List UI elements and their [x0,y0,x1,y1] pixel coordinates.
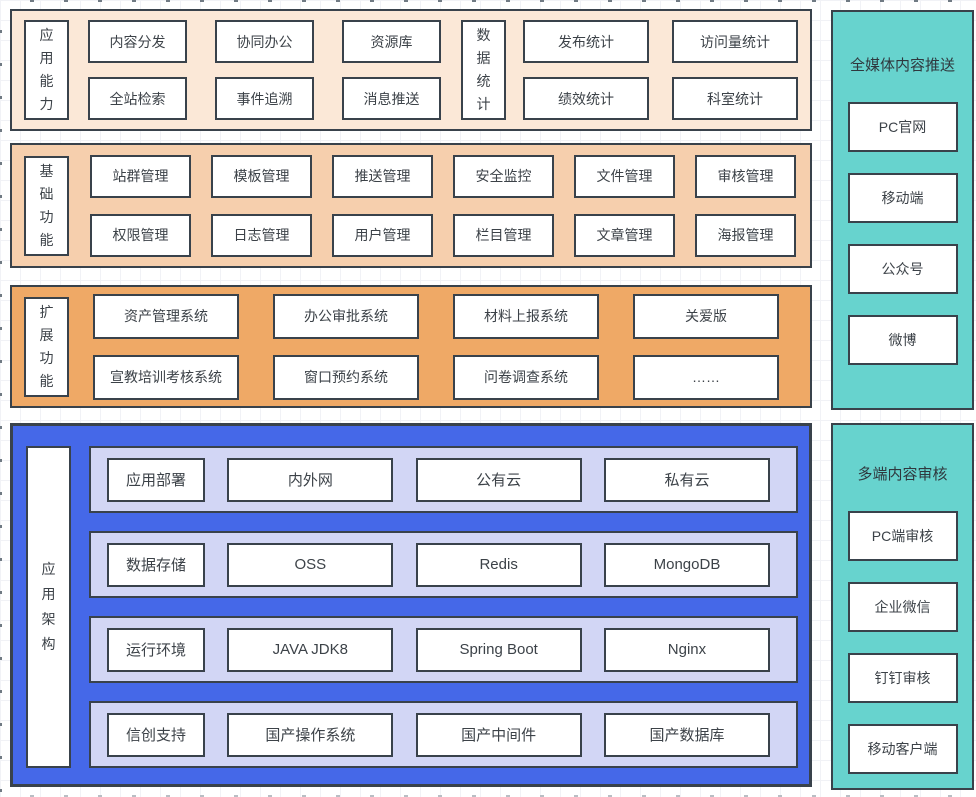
diagram-box[interactable]: OSS [227,542,394,587]
diagram-box[interactable]: 日志管理 [211,213,312,257]
diagram-box[interactable]: 栏目管理 [453,213,554,257]
diagram-box[interactable]: 移动客户端 [847,724,958,774]
band-label-data-statistics[interactable]: 数 据 统 计 [461,20,506,120]
architecture-rows: 应用部署内外网公有云私有云数据存储 OSS Redis MongoDB 运行环境 JAVA… [89,446,798,768]
band-extended-functions[interactable]: 扩 展 功 能 资产管理系统办公审批系统材料上报系统关爱版宣教培训考核系统窗口预… [10,285,812,408]
panel-items: PC端审核企业微信钉钉审核移动客户端 [847,511,958,795]
diagram-box[interactable]: 科室统计 [672,77,798,120]
capability-left-grid: 内容分发协同办公资源库全站检索事件追溯消息推送 [88,20,441,120]
diagram-box[interactable]: 绩效统计 [523,77,649,120]
diagram-box[interactable]: 微博 [847,315,958,365]
box-row: 权限管理日志管理用户管理栏目管理文章管理海报管理 [90,213,796,257]
box-row: 内容分发协同办公资源库 [88,20,441,63]
diagram-box[interactable]: MongoDB [603,542,770,587]
diagram-box[interactable]: 文件管理 [574,154,675,198]
diagram-box[interactable]: 信创支持 [107,712,205,757]
band-basic-functions[interactable]: 基 础 功 能 站群管理模板管理推送管理安全监控文件管理审核管理权限管理日志管理… [10,143,812,268]
diagram-box[interactable]: 审核管理 [695,154,796,198]
diagram-box[interactable]: 海报管理 [695,213,796,257]
diagram-box[interactable]: 国产操作系统 [227,712,394,757]
diagram-box[interactable]: 内外网 [227,457,394,502]
band-label-application-capability[interactable]: 应 用 能 力 [24,20,69,120]
diagram-box[interactable]: 问卷调查系统 [453,354,599,400]
diagram-box[interactable]: 事件追溯 [215,77,314,120]
diagram-box[interactable]: 推送管理 [332,154,433,198]
basic-functions-grid: 站群管理模板管理推送管理安全监控文件管理审核管理权限管理日志管理用户管理栏目管理… [90,154,796,257]
diagram-box[interactable]: 公众号 [847,244,958,294]
box-row: 数据存储 OSS Redis MongoDB [89,531,798,598]
diagram-box[interactable]: 国产数据库 [603,712,770,757]
diagram-box[interactable]: 用户管理 [332,213,433,257]
diagram-box[interactable]: 运行环境 [107,627,205,672]
diagram-box[interactable]: 办公审批系统 [273,293,419,339]
box-row: 全站检索事件追溯消息推送 [88,77,441,120]
diagram-box[interactable]: PC官网 [847,102,958,152]
diagram-box[interactable]: JAVA JDK8 [227,627,394,672]
diagram-box[interactable]: 材料上报系统 [453,293,599,339]
band-label-basic-functions[interactable]: 基 础 功 能 [24,155,69,256]
band-application-architecture[interactable]: 应 用 架 构 应用部署内外网公有云私有云数据存储 OSS Redis MongoDB… [10,423,812,787]
diagram-box[interactable]: 模板管理 [211,154,312,198]
diagram-box[interactable]: 站群管理 [90,154,191,198]
diagram-box[interactable]: 文章管理 [574,213,675,257]
extended-functions-grid: 资产管理系统办公审批系统材料上报系统关爱版宣教培训考核系统窗口预约系统问卷调查系… [93,293,779,400]
diagram-box[interactable]: 发布统计 [523,20,649,63]
band-label-extended-functions[interactable]: 扩 展 功 能 [24,296,69,397]
diagram-box[interactable]: PC端审核 [847,511,958,561]
panel-title: 全媒体内容推送 [849,57,955,74]
ruler-ticks-bottom [0,795,976,797]
box-row: 信创支持国产操作系统国产中间件国产数据库 [89,701,798,768]
diagram-box[interactable]: Redis [415,542,582,587]
ruler-ticks-left [0,0,2,797]
diagram-box[interactable]: 资源库 [342,20,441,63]
panel-items: PC官网移动端公众号微博 [847,102,958,386]
diagram-box[interactable]: 宣教培训考核系统 [93,354,239,400]
box-row: 运行环境 JAVA JDK8 Spring Boot Nginx [89,616,798,683]
diagram-box[interactable]: 移动端 [847,173,958,223]
diagram-box[interactable]: …… [633,354,779,400]
diagram-box[interactable]: 公有云 [415,457,582,502]
ruler-ticks-top [0,0,976,2]
band-label-application-architecture[interactable]: 应 用 架 构 [26,446,71,768]
panel-omnimedia-content-push[interactable]: 全媒体内容推送 PC官网移动端公众号微博 [831,10,974,410]
diagram-box[interactable]: Spring Boot [415,627,582,672]
panel-multiend-content-review[interactable]: 多端内容审核 PC端审核企业微信钉钉审核移动客户端 [831,423,974,790]
box-row: 发布统计访问量统计 [523,20,798,63]
box-row: 应用部署内外网公有云私有云 [89,446,798,513]
diagram-box[interactable]: 应用部署 [107,457,205,502]
box-row: 绩效统计科室统计 [523,77,798,120]
diagram-box[interactable]: 数据存储 [107,542,205,587]
diagram-box[interactable]: 全站检索 [88,77,187,120]
diagram-box[interactable]: 权限管理 [90,213,191,257]
diagram-box[interactable]: 安全监控 [453,154,554,198]
diagram-box[interactable]: 钉钉审核 [847,653,958,703]
diagram-box[interactable]: 资产管理系统 [93,293,239,339]
diagram-box[interactable]: 私有云 [603,457,770,502]
diagram-box[interactable]: 国产中间件 [415,712,582,757]
diagram-box[interactable]: 消息推送 [342,77,441,120]
diagram-box[interactable]: 访问量统计 [672,20,798,63]
box-row: 站群管理模板管理推送管理安全监控文件管理审核管理 [90,154,796,198]
diagram-box[interactable]: 企业微信 [847,582,958,632]
panel-title: 多端内容审核 [857,466,948,483]
capability-right-grid: 发布统计访问量统计绩效统计科室统计 [523,20,798,120]
diagram-box[interactable]: 窗口预约系统 [273,354,419,400]
diagram-box[interactable]: Nginx [603,627,770,672]
diagram-box[interactable]: 协同办公 [215,20,314,63]
box-row: 资产管理系统办公审批系统材料上报系统关爱版 [93,293,779,339]
diagram-box[interactable]: 内容分发 [88,20,187,63]
band-application-capability[interactable]: 应 用 能 力 内容分发协同办公资源库全站检索事件追溯消息推送 数 据 统 计 … [10,9,812,131]
diagram-box[interactable]: 关爱版 [633,293,779,339]
box-row: 宣教培训考核系统窗口预约系统问卷调查系统 …… [93,354,779,400]
